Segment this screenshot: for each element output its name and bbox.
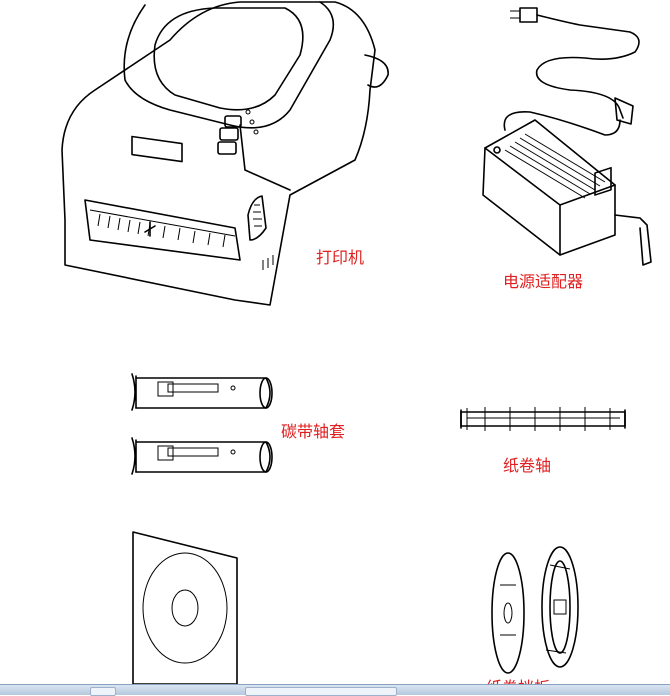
power-adapter-label: 电源适配器 bbox=[503, 272, 584, 291]
paper-roll-spindle-illustration bbox=[455, 400, 630, 435]
ribbon-spindle-label: 碳带轴套 bbox=[281, 422, 346, 441]
paper-roll-guide-illustration bbox=[480, 545, 590, 675]
printer-label: 打印机 bbox=[316, 248, 365, 267]
taskbar-button[interactable] bbox=[245, 687, 397, 696]
ribbon-spindle-illustration bbox=[128, 368, 278, 486]
power-adapter-illustration bbox=[475, 0, 670, 270]
paper-roll-spindle-label: 纸卷轴 bbox=[503, 456, 552, 475]
paper-roll-guide-label: 纸卷挡板 bbox=[486, 674, 550, 684]
taskbar-button[interactable] bbox=[90, 687, 116, 696]
taskbar bbox=[0, 684, 670, 696]
driver-cd-illustration bbox=[125, 528, 250, 684]
printer-illustration bbox=[50, 0, 395, 310]
